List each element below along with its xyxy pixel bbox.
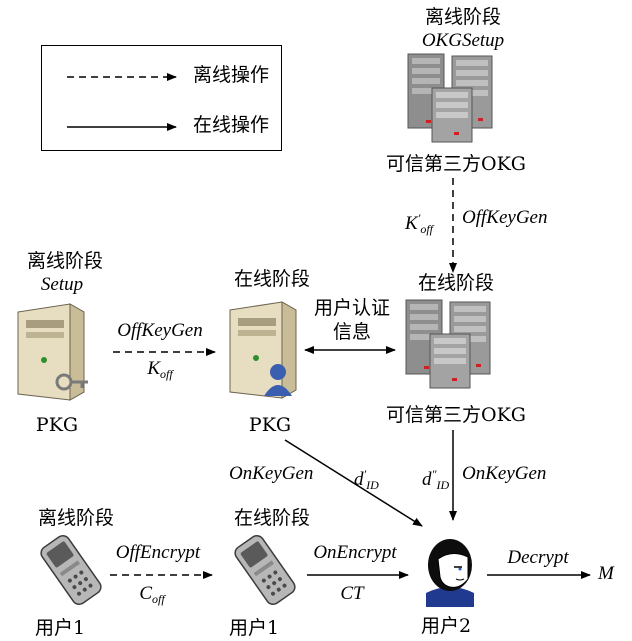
label-decrypt: Decrypt <box>507 547 569 568</box>
label-ct: CT <box>340 583 364 604</box>
user1-on-name: 用户1 <box>228 617 280 639</box>
label-onkeygen-pkg: OnKeyGen <box>229 463 314 484</box>
okg-mid-stage: 在线阶段 <box>417 272 495 294</box>
okg-top-algorithm: OKGSetup <box>421 30 505 51</box>
pkg-off-stage: 离线阶段 <box>26 250 104 272</box>
user2-name: 用户2 <box>420 615 472 637</box>
label-auth-line2: 信息 <box>332 321 372 343</box>
label-offkeygen-pkg: OffKeyGen <box>117 320 203 341</box>
pkg-off-algorithm: Setup <box>40 274 84 295</box>
label-auth-line1: 用户认证 <box>313 297 391 319</box>
user1-on-stage: 在线阶段 <box>233 507 311 529</box>
label-d-id-dprime: d″ID <box>422 467 450 492</box>
pc-tower-user-icon <box>229 301 297 399</box>
label-d-id-prime: d′ID <box>354 467 379 492</box>
server-cluster-icon <box>405 299 491 389</box>
arrow-pkg-onkeygen <box>284 439 423 527</box>
legend-online-label: 在线操作 <box>193 114 270 136</box>
user1-off-name: 用户1 <box>34 617 86 639</box>
pkg-on-name: PKG <box>248 414 292 436</box>
legend-box <box>41 45 282 151</box>
label-k-off: Koff <box>147 358 173 381</box>
label-offkeygen-okg: OffKeyGen <box>462 207 548 228</box>
server-cluster-icon <box>407 53 493 143</box>
label-onkeygen-okg: OnKeyGen <box>462 463 547 484</box>
label-onencrypt: OnEncrypt <box>313 542 397 563</box>
mobile-phone-icon <box>234 534 296 606</box>
okg-top-name: 可信第三方OKG <box>386 153 526 175</box>
label-c-off: Coff <box>139 583 165 606</box>
label-offencrypt: OffEncrypt <box>115 542 201 563</box>
mobile-phone-icon <box>40 534 102 606</box>
okg-mid-name: 可信第三方OKG <box>386 404 526 426</box>
legend-offline-label: 离线操作 <box>193 64 270 86</box>
user1-off-stage: 离线阶段 <box>37 507 115 529</box>
label-k-off-prime: K′off <box>405 211 433 236</box>
person-avatar-icon <box>426 539 474 607</box>
pkg-off-name: PKG <box>35 414 79 436</box>
okg-top-stage: 离线阶段 <box>424 6 502 28</box>
label-m: M <box>598 563 614 584</box>
pkg-on-stage: 在线阶段 <box>233 268 311 290</box>
pc-tower-key-icon <box>17 303 88 401</box>
